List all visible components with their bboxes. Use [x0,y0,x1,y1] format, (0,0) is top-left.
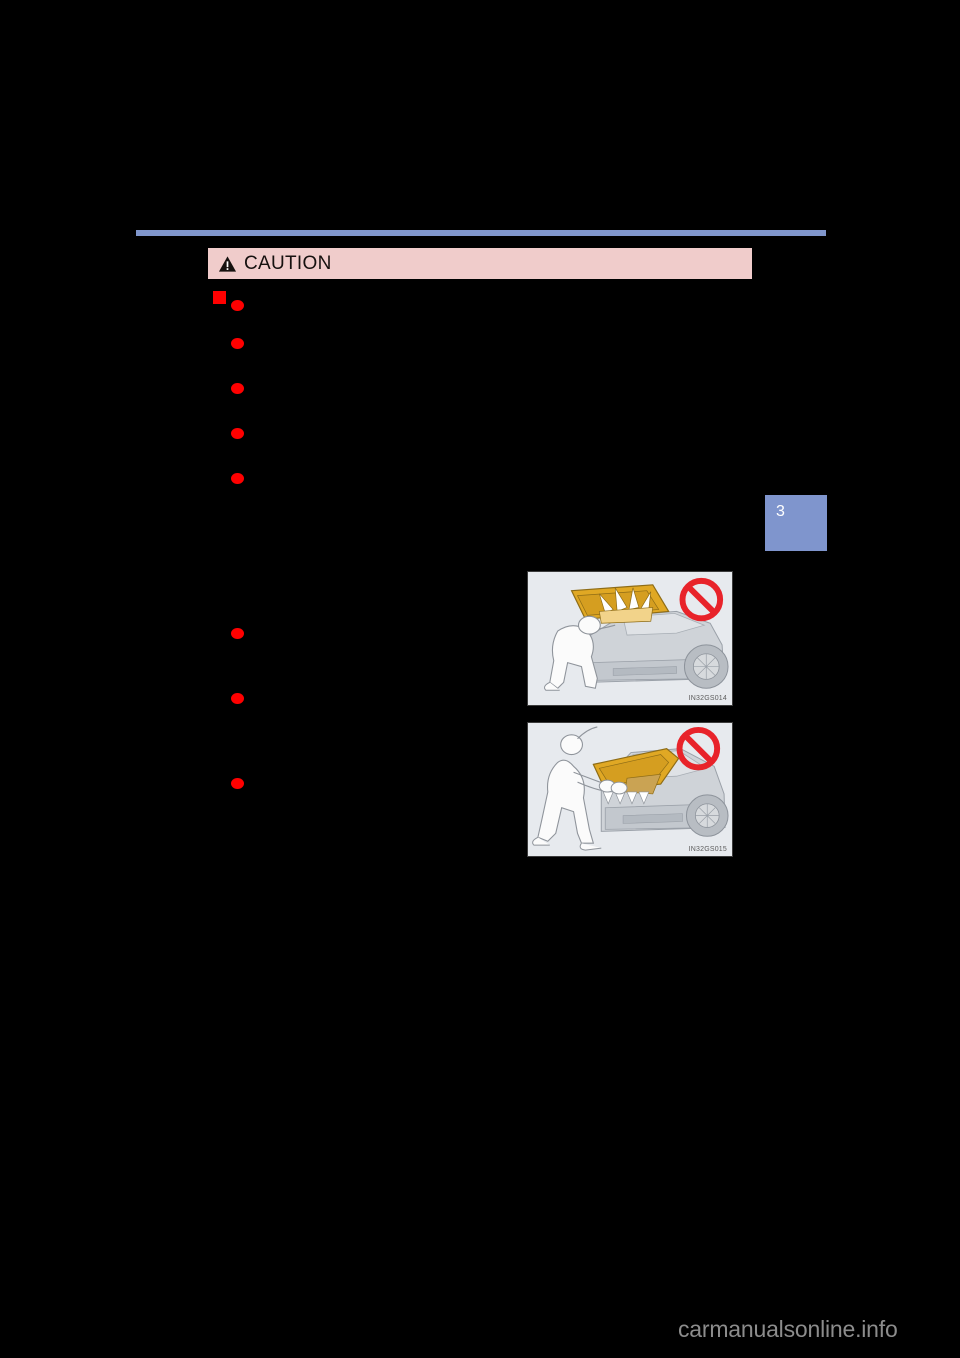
caution-label: CAUTION [244,253,332,274]
caution-banner: CAUTION [208,248,752,279]
list-item [208,379,752,396]
list-item [208,624,752,641]
chapter-tab: 3 [765,495,827,551]
caution-body [208,288,752,791]
bullet-dot-icon [231,628,244,639]
list-item [208,469,752,486]
section-marker-icon [213,291,226,304]
illustration-liftgate-closing-on-person: IN32GS014 [527,571,733,706]
bullet-dot-icon [231,473,244,484]
header-rule [136,230,826,236]
site-watermark: carmanualsonline.info [678,1316,898,1342]
bullet-dot-icon [231,428,244,439]
bullet-dot-icon [231,300,244,311]
chapter-tab-number: 3 [776,503,785,520]
bullet-dot-icon [231,693,244,704]
illustration-1-graphic [528,572,732,705]
illustration-caption: IN32GS015 [688,846,727,853]
bullet-dot-icon [231,338,244,349]
illustration-2-graphic [528,723,732,856]
illustration-person-pushing-liftgate: IN32GS015 [527,722,733,857]
list-item [208,334,752,351]
caution-bullet-list [208,296,752,791]
bullet-dot-icon [231,383,244,394]
list-item [208,689,752,706]
warning-triangle-icon [218,255,237,272]
list-item [208,424,752,441]
bullet-dot-icon [231,778,244,789]
list-item [208,296,752,313]
list-item [208,774,752,791]
illustration-caption: IN32GS014 [688,695,727,702]
